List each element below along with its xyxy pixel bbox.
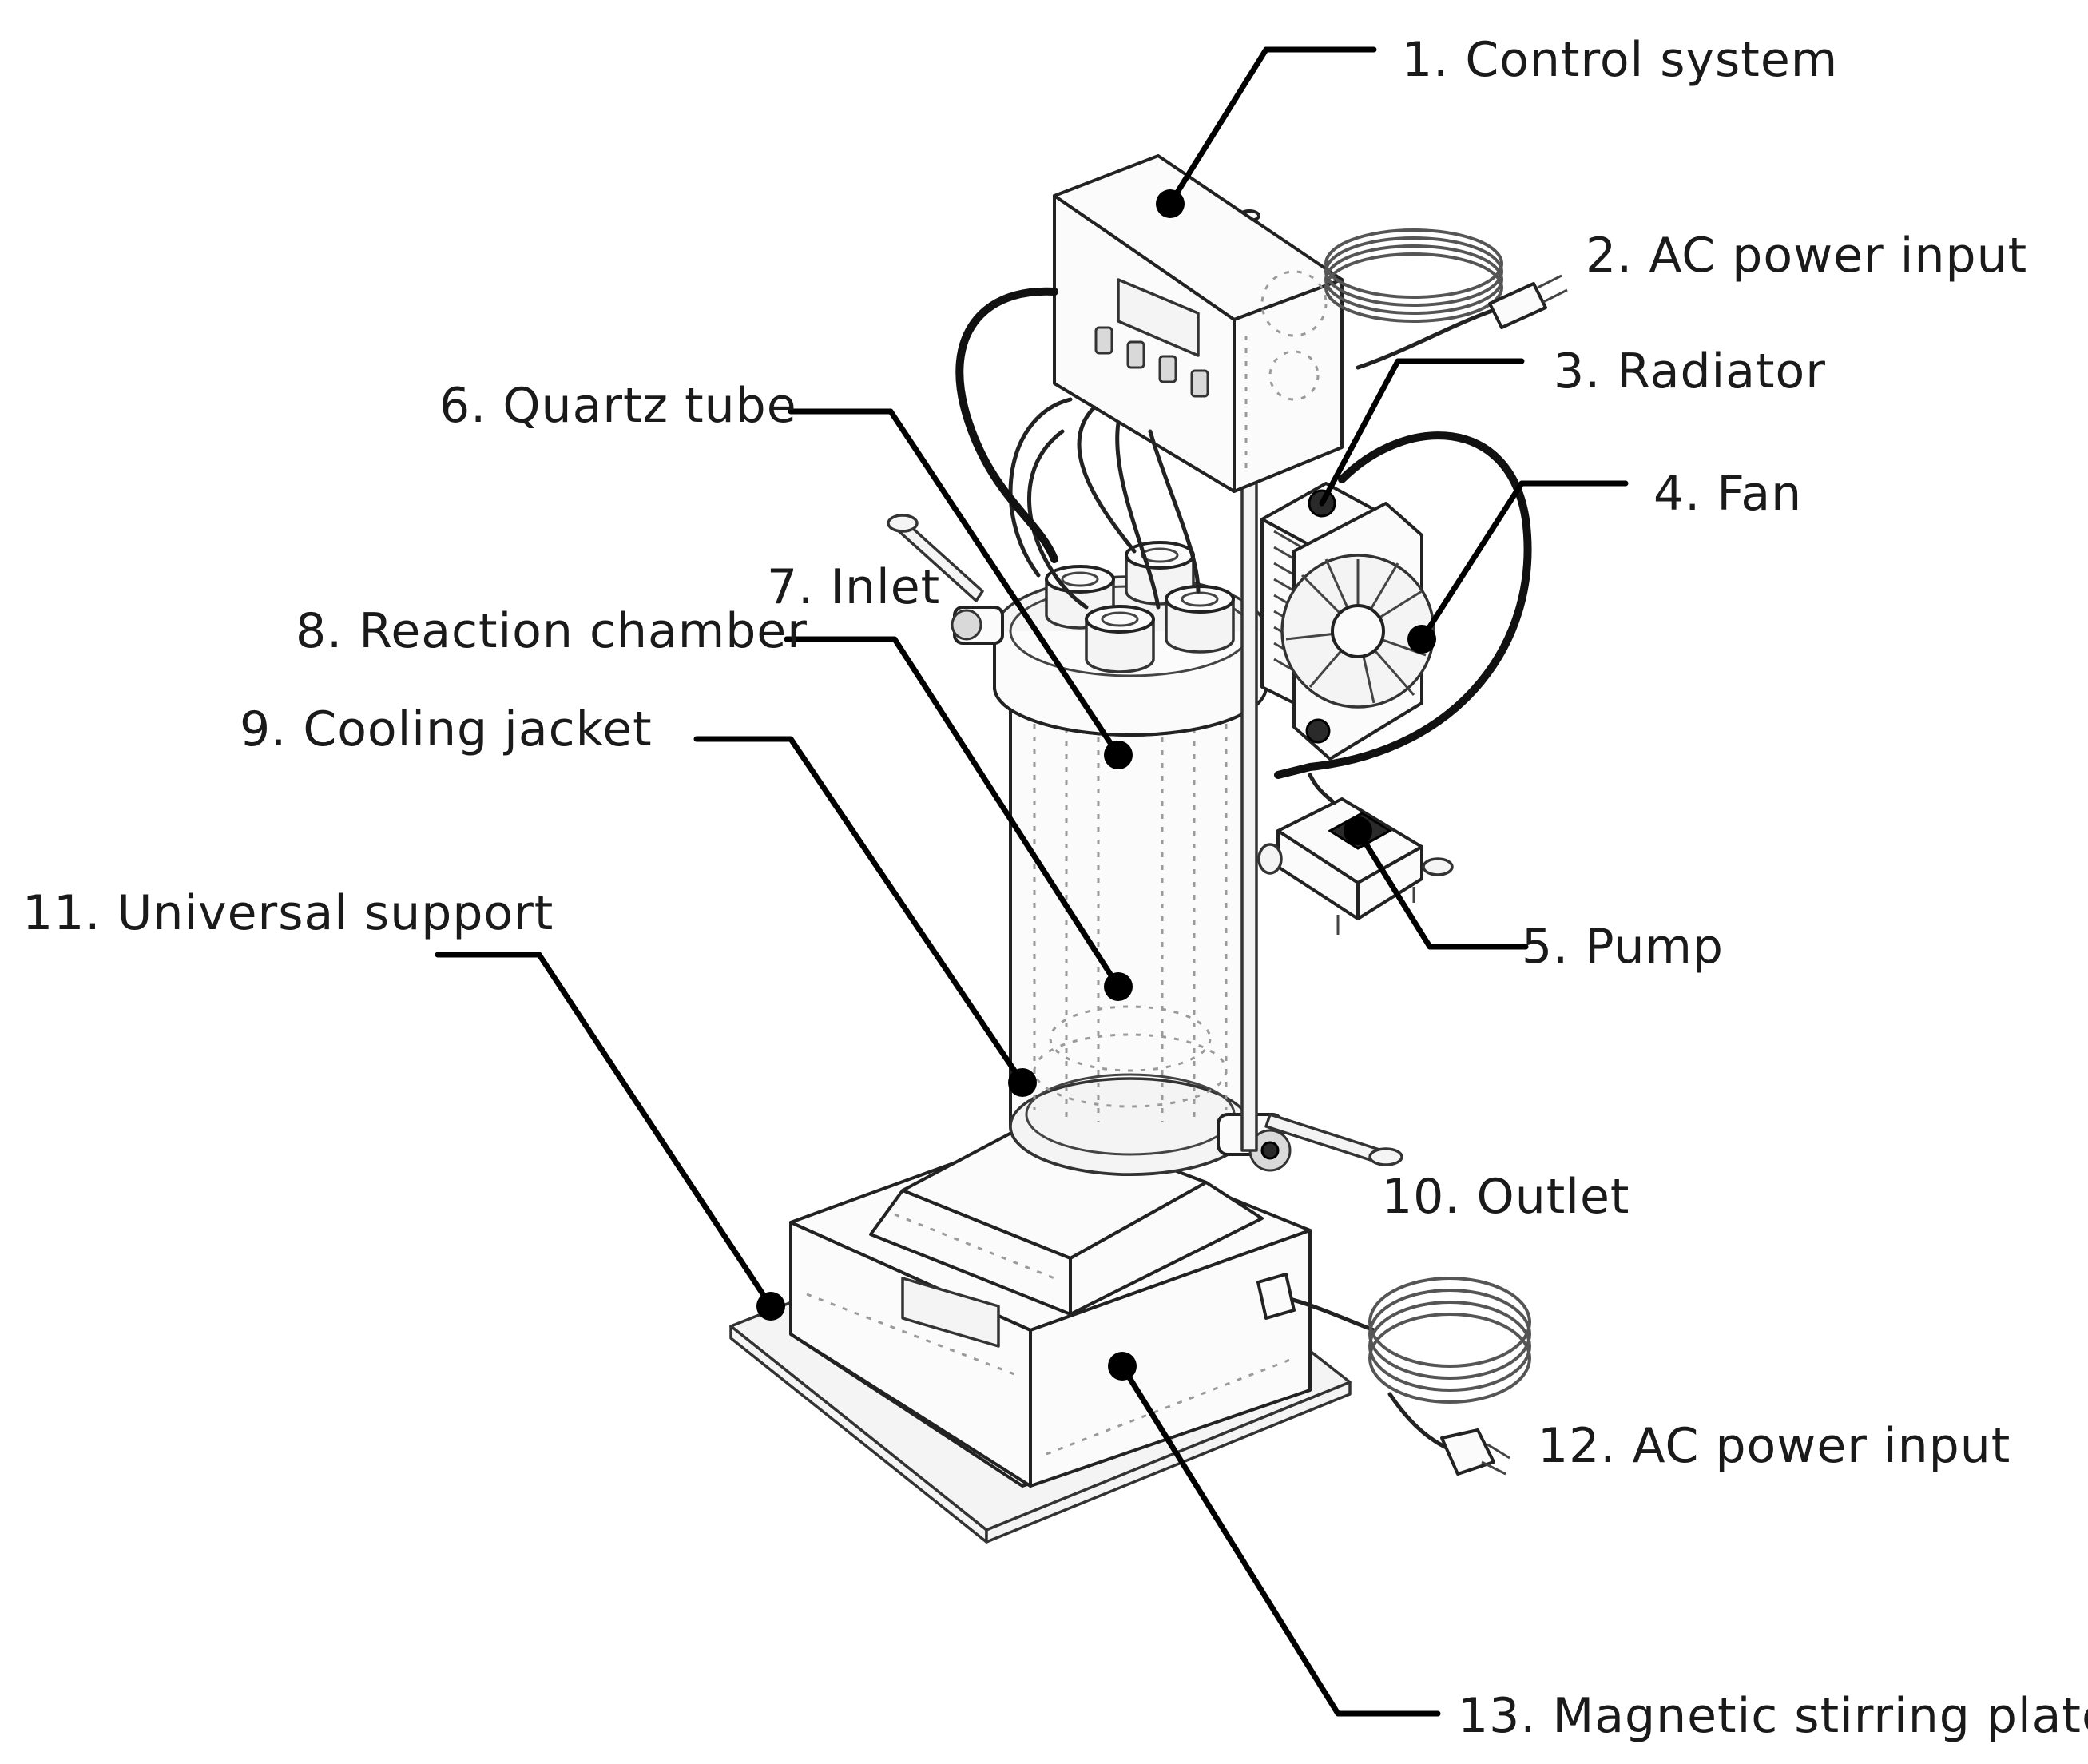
apparatus-drawing — [729, 154, 1568, 1544]
label-ac-power-input-top: 2. AC power input — [1586, 228, 2027, 284]
label-reaction-chamber: 8. Reaction chamber — [296, 603, 808, 659]
leader-lines — [435, 46, 1629, 1717]
power-plug-icon — [1324, 228, 1568, 370]
callout-labels: 1. Control system 2. AC power input 3. R… — [22, 32, 2088, 1744]
label-cooling-jacket: 9. Cooling jacket — [240, 701, 653, 757]
label-outlet: 10. Outlet — [1382, 1169, 1630, 1225]
pump-icon — [1257, 773, 1454, 935]
valve-icon — [887, 514, 1004, 645]
main-cable — [955, 287, 1532, 779]
label-radiator: 3. Radiator — [1554, 344, 1826, 399]
label-magnetic-stirring-plate: 13. Magnetic stirring plate — [1458, 1688, 2088, 1744]
label-ac-power-input-bottom: 12. AC power input — [1538, 1418, 2011, 1474]
label-quartz-tube: 6. Quartz tube — [439, 378, 797, 434]
label-universal-support: 11. Universal support — [22, 885, 554, 941]
label-fan: 4. Fan — [1653, 466, 1802, 522]
quartz-tube-icon — [1045, 541, 1235, 673]
label-inlet: 7. Inlet — [767, 559, 940, 615]
stirring-plate-icon — [789, 1117, 1312, 1488]
power-plug-icon-bottom — [1256, 1273, 1531, 1476]
fan-icon — [1280, 502, 1435, 761]
control-box-icon — [1053, 154, 1344, 493]
label-control-system: 1. Control system — [1402, 32, 1838, 88]
label-pump: 5. Pump — [1522, 919, 1724, 975]
